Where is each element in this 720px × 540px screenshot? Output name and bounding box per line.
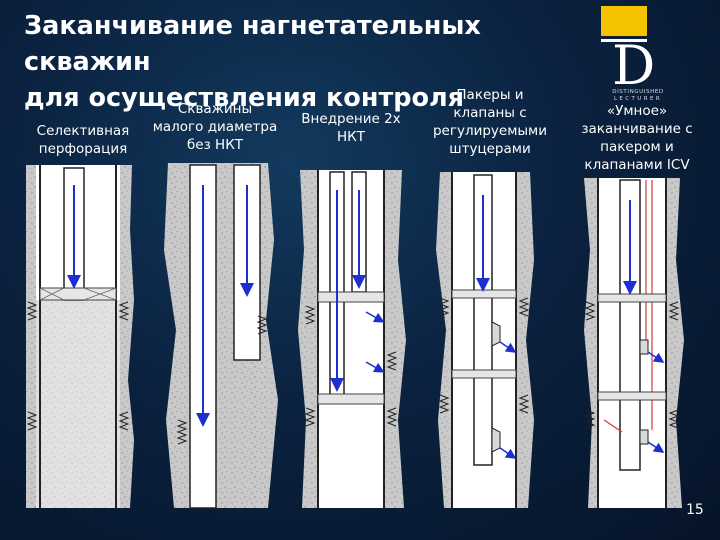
perforations-lower-left bbox=[304, 407, 316, 427]
outflow-arrow-lower bbox=[499, 447, 517, 459]
perforations-lower-right bbox=[668, 409, 680, 429]
perforations-upper-left bbox=[26, 301, 38, 321]
column-label-smart-completion: «Умное» заканчивание с пакером и клапана… bbox=[581, 103, 693, 173]
column-label-slim-wells: Скважины малого диаметра без НКТ bbox=[152, 101, 278, 153]
outflow-arrow-2 bbox=[365, 361, 385, 373]
perforations-short-well bbox=[256, 315, 268, 335]
diagram-selective-perforation bbox=[26, 165, 134, 508]
diagram-dual-tubing bbox=[298, 170, 406, 508]
perforations-upper-right bbox=[386, 351, 398, 371]
perforations-lower-left bbox=[438, 394, 450, 414]
outflow-arrow-1 bbox=[365, 311, 385, 323]
perforations-upper-right bbox=[668, 301, 680, 321]
icv-valve-lower bbox=[639, 429, 649, 445]
packer-upper bbox=[597, 293, 667, 303]
column-label-dual-tubing: Внедрение 2х НКТ bbox=[301, 111, 401, 145]
diagram-packers-chokes bbox=[436, 172, 534, 508]
perforations-upper-right bbox=[118, 301, 130, 321]
logo-stripe bbox=[601, 39, 647, 42]
wellbore bbox=[318, 170, 384, 508]
outflow-arrow-upper bbox=[647, 351, 665, 363]
perforations-upper-left bbox=[304, 305, 316, 325]
diagram-smart-completion bbox=[584, 178, 684, 508]
perforations-upper-right bbox=[518, 297, 530, 317]
choke-valve-lower bbox=[491, 427, 501, 453]
outflow-arrow-lower bbox=[647, 441, 665, 453]
perforations-upper-left bbox=[438, 297, 450, 317]
slide-title: Заканчивание нагнетательных скважин для … bbox=[24, 8, 584, 116]
packer-upper bbox=[451, 289, 517, 299]
icv-control-line-3 bbox=[603, 419, 623, 433]
logo-text-line-1: DISTINGUISHED bbox=[612, 89, 664, 95]
cement-zone bbox=[36, 300, 120, 508]
outflow-arrow-upper bbox=[499, 341, 517, 353]
icv-valve-upper bbox=[639, 339, 649, 355]
tubing bbox=[473, 174, 493, 466]
perforations-lower-left bbox=[26, 411, 38, 431]
page-number: 15 bbox=[686, 502, 704, 518]
perforations-upper-left bbox=[584, 301, 596, 321]
logo-accent-bar bbox=[601, 6, 647, 36]
packer-lower bbox=[317, 393, 385, 405]
diagram-slim-wells bbox=[164, 163, 278, 509]
perforations-lower-right bbox=[386, 407, 398, 427]
perforations-lower-right bbox=[518, 394, 530, 414]
title-line-2: для осуществления контроля bbox=[24, 83, 465, 113]
perforations-lower-right bbox=[118, 411, 130, 431]
logo-letter: D bbox=[612, 34, 656, 97]
choke-valve-upper bbox=[491, 321, 501, 347]
packer-lower bbox=[451, 369, 517, 379]
perforations-long-well bbox=[176, 419, 188, 445]
packer-upper bbox=[317, 291, 385, 303]
column-label-selective-perforation: Селективная перфорация bbox=[36, 123, 130, 157]
packer-hatch bbox=[39, 287, 117, 301]
column-label-packers-chokes: Пакеры и клапаны с регулируемыми штуцера… bbox=[432, 87, 548, 157]
rock-formation bbox=[164, 163, 278, 508]
perforations-lower-left bbox=[584, 409, 596, 429]
packer-lower bbox=[597, 391, 667, 401]
title-line-1: Заканчивание нагнетательных скважин bbox=[24, 11, 481, 77]
logo-text-line-2: LECTURER bbox=[613, 96, 663, 102]
